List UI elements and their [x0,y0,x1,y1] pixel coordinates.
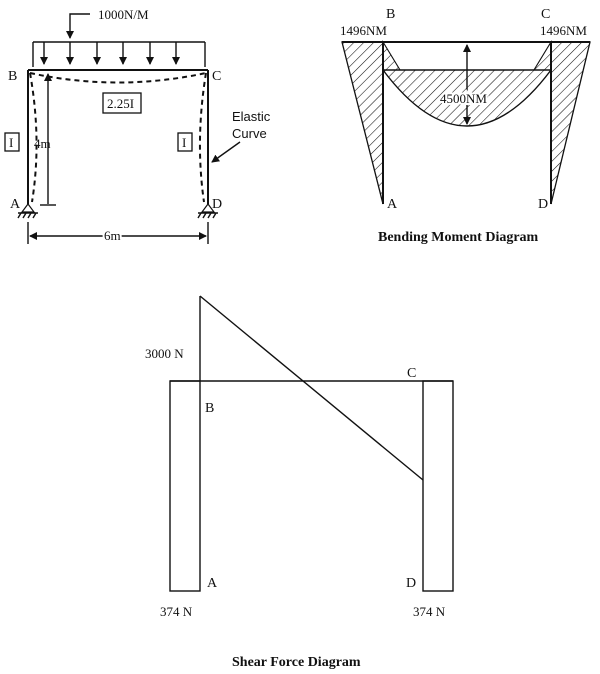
node-d-label: D [212,197,222,212]
bmd-node-b: B [386,7,395,22]
sfd-shear-a: 374 N [160,604,193,619]
bmd-node-c: C [541,7,550,22]
elastic-curve-beam [29,72,207,84]
beam-inertia-box [102,92,142,114]
elastic-curve-pointer [211,141,241,163]
sfd-left-column-rect [169,380,201,592]
node-b-label: B [8,69,17,84]
support-a [17,203,38,219]
sfd-title: Shear Force Diagram [232,655,361,670]
right-inertia-box [177,132,193,152]
bmd-moment-c: 1496NM [540,23,587,38]
sfd-right-column-rect [422,380,454,592]
bmd-midspan-moment: 4500NM [440,91,487,106]
bmd-moment-b: 1496NM [340,23,387,38]
sfd-node-a: A [207,576,218,591]
bmd-right-inner-triangle [533,40,552,71]
bmd-node-d: D [538,197,548,212]
sfd-shear-d: 374 N [413,604,446,619]
beam-inertia-label: 2.25I [107,96,134,111]
bmd-node-a: A [387,197,398,212]
bmd-left-outer-triangle [341,41,384,205]
sfd-shear-b: 3000 N [145,346,184,361]
height-label: 4m [34,136,51,151]
portal-frame-diagram: 1000N/M B C A D 2.25I I [4,7,271,245]
right-inertia-label: I [182,135,186,150]
span-label: 6m [104,228,121,243]
node-c-label: C [212,69,221,84]
shear-force-diagram: 3000 N B C A D 374 N 374 N Shear Force D… [145,295,454,670]
elastic-curve-label-1: Elastic [232,109,271,124]
left-inertia-label: I [9,135,13,150]
elastic-curve-right [198,72,207,203]
bmd-parabola-curve [382,69,552,127]
load-pointer-arrow [66,13,90,39]
node-a-label: A [10,197,21,212]
udl-arrows [40,42,180,65]
left-inertia-box [4,132,20,152]
elastic-curve-label-2: Curve [232,126,267,141]
bmd-right-outer-triangle [550,41,591,205]
elastic-curve-left [29,72,38,203]
load-label: 1000N/M [98,7,149,22]
bmd-title: Bending Moment Diagram [378,230,539,245]
bmd-left-inner-triangle [382,40,401,71]
support-d [197,203,218,219]
sfd-node-d: D [406,576,416,591]
sfd-node-b: B [205,401,214,416]
bending-moment-diagram: 4500NM B C 1496NM 1496NM A D Bending Mom… [340,7,591,245]
sfd-shear-diagonal [199,295,424,481]
sfd-node-c: C [407,366,416,381]
